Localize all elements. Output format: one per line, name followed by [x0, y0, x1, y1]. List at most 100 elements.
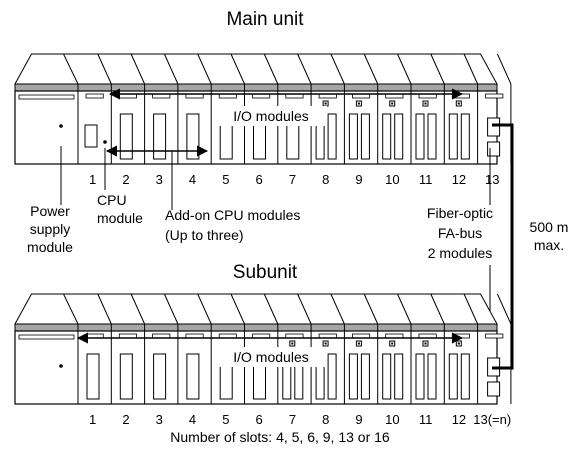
main-slot-6-top-edge [263, 53, 279, 85]
main-slot-number-8: 8 [322, 172, 329, 187]
main-slot-1-tab [85, 93, 104, 99]
sub-power-supply-dot [59, 364, 63, 368]
sub-slot-7-led-dot [291, 342, 294, 345]
main-slot-2-card [119, 113, 133, 160]
sub-slot-number-12: 12 [452, 412, 466, 427]
sub-io-label: I/O modules [233, 349, 308, 365]
sub-slot-number-13: 13(=n) [473, 412, 511, 427]
sub-slot-number-9: 9 [355, 412, 362, 427]
sub-slot-12-top-edge [463, 293, 479, 325]
sub-slot-number-1: 1 [89, 412, 96, 427]
sub-slot-1-card [86, 353, 100, 400]
fiber-line-1: Fiber-optic [427, 205, 493, 221]
sub-slot-9-led-dot [357, 342, 360, 345]
main-slot-3-card [153, 113, 167, 160]
main-slot-9-card-b [360, 113, 370, 160]
main-power-supply-dot [59, 124, 63, 128]
main-slot-3-top-edge [163, 53, 179, 85]
main-slot-1-cpu-box [84, 124, 98, 148]
sub-slot-2-card [119, 353, 133, 400]
subunit-title: Subunit [233, 262, 298, 283]
sub-slot-5-top-edge [230, 293, 245, 325]
main-slot-number-5: 5 [222, 172, 229, 187]
main-slot-8-card-b [327, 113, 337, 160]
main-slot-13-tab [485, 93, 504, 99]
sub-slot-12-led-dot [457, 342, 460, 345]
power-supply-line-3: module [27, 239, 73, 255]
sub-slot-13-tab [485, 333, 504, 339]
power-supply-line-1: Power [30, 203, 70, 219]
distance-line-2: max. [534, 237, 564, 253]
sub-slot-9-card-a [348, 353, 358, 400]
sub-rack-band [14, 323, 498, 332]
main-slot-10-led-dot [391, 102, 394, 105]
cpu-module-label: CPU module [97, 192, 143, 226]
main-slot-number-7: 7 [289, 172, 296, 187]
main-slot-4-card [186, 113, 200, 160]
main-slot-4-top-edge [197, 53, 212, 85]
power-supply-label: Power supply module [27, 203, 73, 255]
main-slot-13-port-1 [487, 117, 501, 137]
sub-slot-number-2: 2 [122, 412, 129, 427]
sub-slot-9-top-edge [363, 293, 379, 325]
sub-slot-13 [485, 293, 512, 404]
cpu-line-2: module [97, 210, 143, 226]
distance-line-1: 500 m [530, 219, 569, 235]
main-slot-9-card-a [348, 113, 358, 160]
main-slot-11-led-dot [424, 102, 427, 105]
main-slot-8-led-dot [324, 102, 327, 105]
sub-slot-3-top-edge [163, 293, 179, 325]
main-slot-number-9: 9 [355, 172, 362, 187]
addon-cpu-line-2: (Up to three) [165, 227, 244, 243]
sub-slot-8-top-edge [330, 293, 345, 325]
fiber-line-3: 2 modules [428, 245, 493, 261]
main-slot-number-10: 10 [385, 172, 399, 187]
main-slot-11-card-b [427, 113, 437, 160]
fiber-optic-label: Fiber-optic FA-bus 2 modules [427, 205, 493, 261]
main-slot-1-cpu-dot [103, 140, 107, 144]
sub-slot-13-top-edge [496, 293, 512, 325]
sub-slot-9-card-b [360, 353, 370, 400]
sub-slot-number-7: 7 [289, 412, 296, 427]
main-slot-1-top-edge [97, 53, 112, 85]
sub-slot-10-top-edge [397, 293, 412, 325]
slots-note: Number of slots: 4, 5, 6, 9, 13 or 16 [170, 429, 390, 445]
main-slot-5-top-edge [230, 53, 245, 85]
fiber-optic-cable [492, 123, 514, 370]
sub-slot-2-top-edge [130, 293, 146, 325]
sub-slot-number-5: 5 [222, 412, 229, 427]
main-slot-number-12: 12 [452, 172, 466, 187]
sub-slot-4-card [186, 353, 200, 400]
main-io-label-bg [215, 106, 327, 126]
main-slot-number-1: 1 [89, 172, 96, 187]
main-slot-8-top-edge [330, 53, 345, 85]
sub-slot-12-card-a [448, 353, 458, 400]
main-slot-12-top-edge [463, 53, 479, 85]
main-slot-9-led-dot [357, 102, 360, 105]
sub-rack-top [14, 293, 498, 325]
main-slot-13-top-edge [496, 53, 512, 85]
main-slot-10-top-edge [397, 53, 412, 85]
main-slot-12-led-dot [457, 102, 460, 105]
sub-slot-number-6: 6 [256, 412, 263, 427]
sub-power-supply-top-edge [63, 293, 79, 325]
sub-slot-11-card-b [427, 353, 437, 400]
main-slot-11-top-edge [430, 53, 445, 85]
power-supply-line-2: supply [30, 221, 70, 237]
main-io-label: I/O modules [233, 108, 308, 124]
distance-label: 500 m max. [530, 219, 569, 253]
sub-slot-number-10: 10 [385, 412, 399, 427]
main-slot-12-card-b [460, 113, 470, 160]
sub-slot-11-led-dot [424, 342, 427, 345]
main-power-supply-top-edge [63, 53, 79, 85]
main-slot-number-13: 13 [485, 172, 499, 187]
sub-slot-8-led-dot [324, 342, 327, 345]
sub-slot-1-top-edge [97, 293, 112, 325]
cpu-line-1: CPU [97, 192, 127, 208]
main-rack-top [14, 53, 498, 85]
main-rack-band [14, 83, 498, 92]
sub-slot-11-top-edge [430, 293, 445, 325]
